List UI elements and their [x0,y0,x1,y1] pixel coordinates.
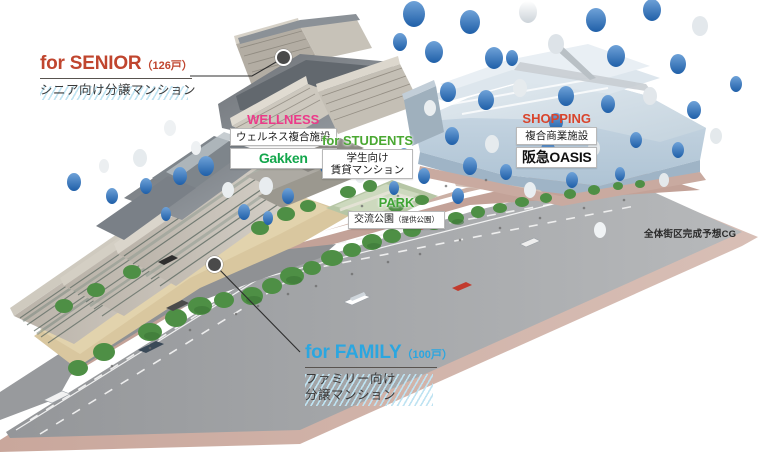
facility-label-students: for STUDENTS 学生向け 賃貸マンション [322,133,413,180]
students-description-line1: 学生向け [346,152,389,164]
senior-unit-count: （126戸） [141,60,193,72]
facility-label-wellness: WELLNESS ウェルネス複合施設 Gakken [230,112,337,170]
family-subtitle-line1: ファミリー向け [305,372,397,386]
students-description: 学生向け 賃貸マンション [322,149,413,180]
senior-building-marker[interactable] [275,49,292,66]
senior-subtitle: シニア向け分譲マンション [40,83,197,97]
park-description-note: （提供公園） [394,215,439,224]
family-title-en: for FAMILY [305,342,402,363]
wellness-brand: Gakken [230,148,337,170]
shopping-caption: SHOPPING [522,111,592,126]
park-description: 交流公園（提供公園） [348,211,445,229]
students-description-line2: 賃貸マンション [330,164,405,177]
callout-family: for FAMILY（100戸） ファミリー向け 分譲マンション [305,343,453,406]
senior-title-en: for SENIOR [40,53,142,74]
family-subtitle-line2: 分譲マンション [305,387,397,402]
senior-leader-line [190,57,284,77]
students-caption: for STUDENTS [322,133,413,148]
cg-caption: 全体街区完成予想CG [644,229,737,240]
senior-title: for SENIOR（126戸） [40,54,196,73]
family-leader-line [214,264,301,353]
family-unit-count: （100戸） [401,349,453,361]
park-caption: PARK [378,195,415,210]
park-description-main: 交流公園 [354,214,394,225]
shopping-description: 複合商業施設 [516,127,598,146]
family-divider [305,367,437,368]
wellness-description: ウェルネス複合施設 [230,128,337,147]
facility-label-park: PARK 交流公園（提供公園） [348,196,445,229]
family-building-marker[interactable] [206,256,223,273]
wellness-caption: WELLNESS [247,112,320,127]
callout-senior: for SENIOR（126戸） シニア向け分譲マンション [40,54,197,100]
senior-divider [40,78,192,79]
family-title: for FAMILY（100戸） [305,343,453,362]
shopping-brand: 阪急OASIS [516,147,598,169]
facility-label-shopping: SHOPPING 複合商業施設 阪急OASIS [516,111,598,169]
